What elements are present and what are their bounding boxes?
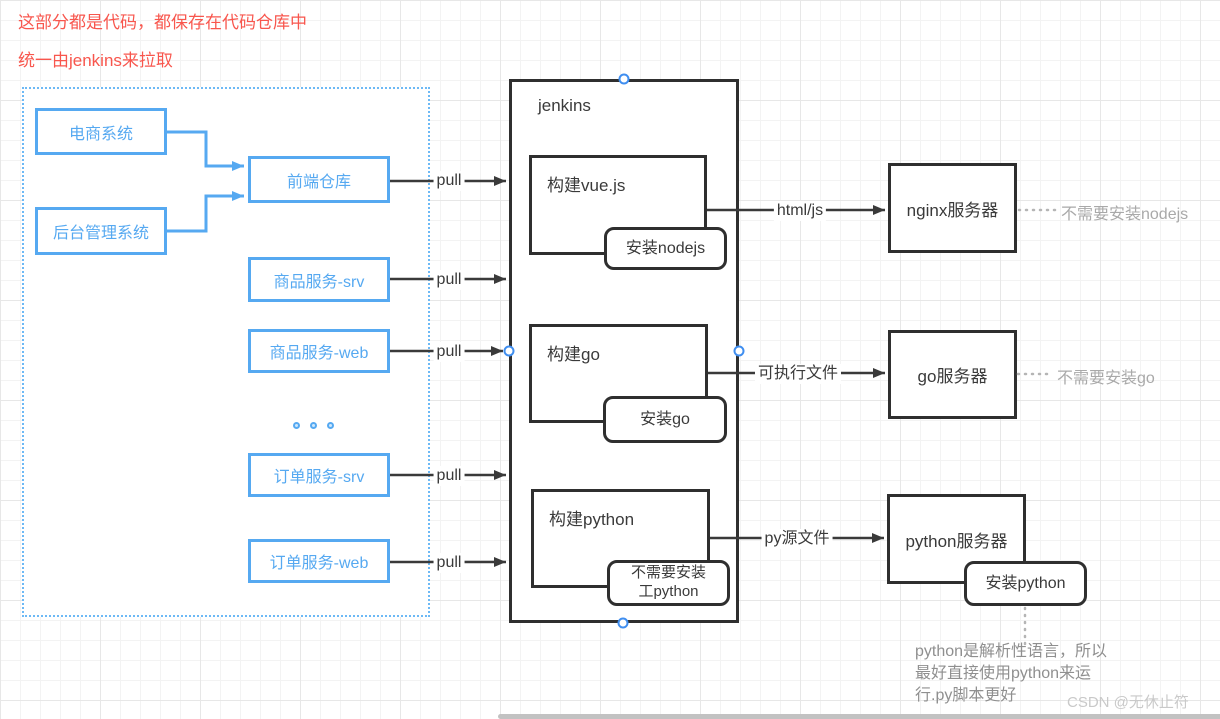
tool-box-go-label: 安装go bbox=[640, 410, 690, 428]
server-note-nginx: 不需要安装nodejs bbox=[1061, 206, 1189, 223]
system-box-admin-label: 后台管理系统 bbox=[52, 225, 149, 242]
jenkins-title: jenkins bbox=[538, 96, 591, 115]
tool-box-install-python-label: 安装python bbox=[985, 574, 1066, 592]
repo-box-goods-web: 商品服务-web bbox=[248, 329, 390, 373]
tool-box-nodejs: 安装nodejs bbox=[604, 227, 727, 270]
server-note-go: 不需要安装go bbox=[1057, 370, 1155, 387]
tool-box-nodejs-label: 安装nodejs bbox=[625, 239, 706, 257]
arrow-label-htmljs: html/js bbox=[773, 201, 827, 221]
ellipsis-dot bbox=[310, 422, 317, 429]
watermark: CSDN @无休止符 bbox=[1067, 694, 1189, 711]
build-box-go-label: 构建go bbox=[547, 345, 600, 364]
tool-box-python-note: 不需要安装 工python bbox=[607, 560, 730, 606]
repo-box-goods-web-label: 商品服务-web bbox=[269, 345, 369, 362]
server-box-go: go服务器 bbox=[888, 330, 1017, 419]
arrow-label-pull: pull bbox=[433, 553, 465, 573]
server-box-nginx: nginx服务器 bbox=[888, 163, 1017, 253]
python-note-line1: python是解析性语言，所以 bbox=[915, 643, 1108, 660]
tool-box-install-python: 安装python bbox=[964, 561, 1087, 606]
server-box-go-label: go服务器 bbox=[917, 367, 988, 386]
server-box-nginx-label: nginx服务器 bbox=[906, 200, 999, 220]
repo-box-order-web-label: 订单服务-web bbox=[269, 555, 369, 572]
arrow-label-pull: pull bbox=[433, 270, 465, 290]
tool-box-python-note-line1: 不需要安装 bbox=[630, 564, 706, 582]
build-box-vue-label: 构建vue.js bbox=[547, 176, 626, 195]
arrow-label-pull: pull bbox=[433, 171, 465, 191]
python-note-line3: 行.py脚本更好 bbox=[915, 687, 1017, 704]
arrow-label-pysource: py源文件 bbox=[761, 529, 833, 549]
ellipsis-dot bbox=[293, 422, 300, 429]
system-box-ecommerce-label: 电商系统 bbox=[68, 125, 133, 143]
repo-box-order-web: 订单服务-web bbox=[248, 539, 390, 583]
tool-box-go: 安装go bbox=[603, 396, 727, 443]
server-box-python-label: python服务器 bbox=[905, 531, 1008, 551]
python-note-line2: 最好直接使用python来运 bbox=[915, 665, 1092, 682]
top-note-line2: 统一由jenkins来拉取 bbox=[18, 51, 173, 70]
horizontal-scrollbar[interactable] bbox=[498, 714, 1220, 719]
repo-box-order-srv-label: 订单服务-srv bbox=[273, 469, 365, 486]
arrow-label-pull: pull bbox=[433, 466, 465, 486]
arrow-label-executable: 可执行文件 bbox=[754, 364, 842, 384]
system-box-admin: 后台管理系统 bbox=[35, 207, 167, 255]
repo-box-frontend-label: 前端仓库 bbox=[286, 173, 351, 191]
tool-box-python-note-line2: 工python bbox=[638, 583, 699, 600]
repo-box-frontend: 前端仓库 bbox=[248, 156, 390, 203]
ellipsis-dot bbox=[327, 422, 334, 429]
repo-box-goods-srv: 商品服务-srv bbox=[248, 257, 390, 302]
top-note-line1: 这部分都是代码，都保存在代码仓库中 bbox=[18, 13, 307, 32]
python-note: python是解析性语言，所以 最好直接使用python来运 行.py脚本更好 bbox=[915, 641, 1107, 707]
system-box-ecommerce: 电商系统 bbox=[35, 108, 167, 155]
repo-box-goods-srv-label: 商品服务-srv bbox=[273, 273, 365, 291]
arrow-label-pull: pull bbox=[433, 342, 465, 362]
repo-box-order-srv: 订单服务-srv bbox=[248, 453, 390, 497]
build-box-python-label: 构建python bbox=[549, 510, 635, 529]
